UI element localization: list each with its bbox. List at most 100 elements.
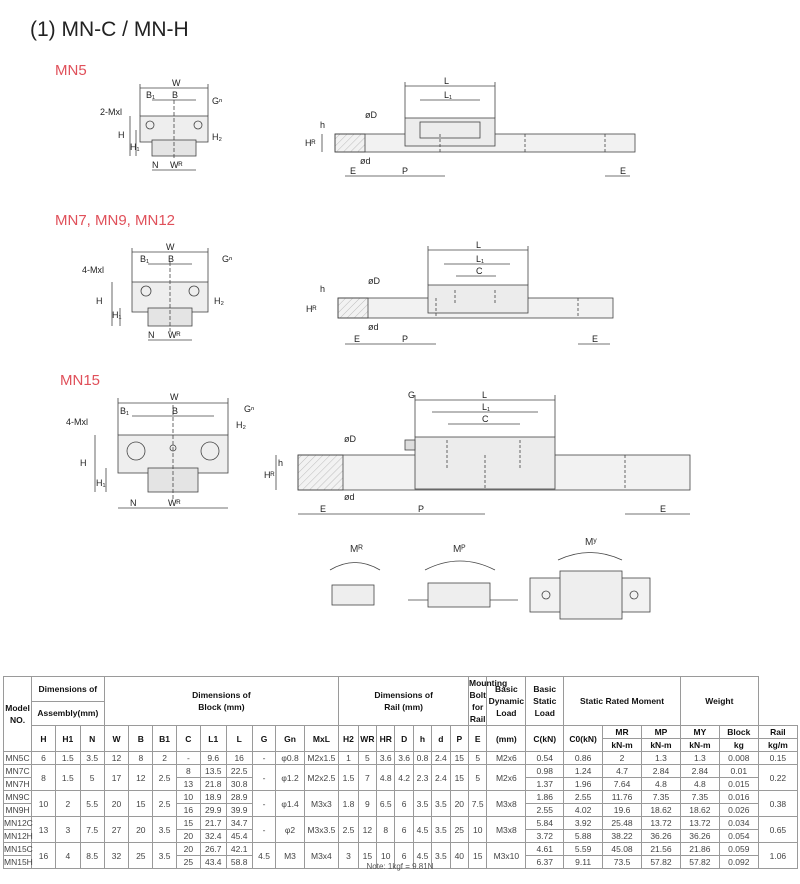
cell-wb: 0.008 xyxy=(718,751,759,765)
cell-hr: 4.8 xyxy=(376,764,396,791)
cell-wr: 9 xyxy=(357,790,378,817)
cell-ck: 6.37 xyxy=(525,855,565,869)
moment-my-label: Mʸ xyxy=(585,537,597,548)
cell-l1: 13.5 xyxy=(199,764,227,778)
mn7-dim-d: øD xyxy=(368,276,380,286)
cell-g: - xyxy=(251,764,277,791)
mn15-dim-e2: E xyxy=(660,504,666,514)
th-sub-6: C xyxy=(175,725,201,752)
mn5-dim-h: H xyxy=(118,130,125,140)
th-sub-8: L xyxy=(225,725,253,752)
mn5-dim-hr: Hᴿ xyxy=(305,138,316,148)
mn5-dim-l: L xyxy=(444,76,449,86)
mn7-dim-h2: H₂ xyxy=(214,296,224,306)
th-sub-12: H2 xyxy=(338,725,359,752)
cell-g: - xyxy=(251,751,277,765)
cell-c: 10 xyxy=(175,790,201,804)
cell-wb: 0.016 xyxy=(718,790,759,804)
cell-mxl: M2x2.5 xyxy=(303,764,340,791)
cell-ck: 1.86 xyxy=(525,790,565,804)
cell-b1: 2 xyxy=(152,751,177,765)
cell-h: 4.5 xyxy=(412,816,433,843)
cell-b: 15 xyxy=(128,790,154,817)
cell-l: 28.9 xyxy=(225,790,253,804)
mn7-cross-section xyxy=(111,248,209,341)
cell-mxl: M2x1.5 xyxy=(303,751,340,765)
cell-h: 3.5 xyxy=(412,790,433,817)
cell-p: 25 xyxy=(449,816,470,843)
th-model: Model NO. xyxy=(2,676,33,752)
cell-gn: φ1.2 xyxy=(275,764,305,791)
cell-c0: 1.24 xyxy=(563,764,604,778)
moment-mr-label: Mᴿ xyxy=(350,544,363,555)
mn7-dim-l1: L₁ xyxy=(476,254,484,264)
cell-l: 34.7 xyxy=(225,816,253,830)
cell-w: 20 xyxy=(103,790,130,817)
cell-c0: 1.96 xyxy=(563,777,604,791)
cell-mxl: M3x4 xyxy=(303,842,340,869)
mn15-cross-section xyxy=(94,398,229,509)
cell-l1: 32.4 xyxy=(199,829,227,843)
mn15-side-view xyxy=(275,395,691,515)
cell-p: 40 xyxy=(449,842,470,869)
th-sub-5: B1 xyxy=(152,725,177,752)
cell-c0: 2.55 xyxy=(563,790,604,804)
cell-h1: 1.5 xyxy=(54,751,81,765)
th-sub-7: L1 xyxy=(199,725,227,752)
cell-my: 2.84 xyxy=(679,764,720,778)
cell-h1: 2 xyxy=(54,790,81,817)
th-sub-14: HR xyxy=(376,725,396,752)
moment-mp-diagram xyxy=(408,560,518,608)
section-label-mn15: MN15 xyxy=(60,372,101,389)
th-sub-16: h xyxy=(412,725,433,752)
cell-l1: 18.9 xyxy=(199,790,227,804)
cell-b: 12 xyxy=(128,764,154,791)
cell-l: 42.1 xyxy=(225,842,253,856)
cell-n: 8.5 xyxy=(79,842,105,869)
th-sub-22: C0(kN) xyxy=(563,725,604,752)
cell-b: 25 xyxy=(128,842,154,869)
moment-my-diagram xyxy=(529,552,651,620)
cell-my: 21.86 xyxy=(679,842,720,856)
cell-l: 30.8 xyxy=(225,777,253,791)
cell-h: 16 xyxy=(31,842,56,869)
cell-w: 12 xyxy=(103,751,130,765)
cell-gn: M3 xyxy=(275,842,305,869)
cell-n: 5.5 xyxy=(79,790,105,817)
cell-p: 15 xyxy=(449,764,470,791)
cell-l1: 21.7 xyxy=(199,816,227,830)
mn5-dim-h2: H₂ xyxy=(212,132,222,142)
mn5-dim-gn: Gⁿ xyxy=(212,96,222,106)
th-sub-10: Gn xyxy=(275,725,305,752)
cell-w: 32 xyxy=(103,842,130,869)
th-sub-1: H1 xyxy=(54,725,81,752)
cell-bolt: M3x8 xyxy=(486,790,527,817)
cell-c0: 0.86 xyxy=(563,751,604,765)
mn15-dim-hr: Hᴿ xyxy=(264,470,275,480)
mn7-dim-e: E xyxy=(354,334,360,344)
cell-b1: 2.5 xyxy=(152,764,177,791)
cell-l: 45.4 xyxy=(225,829,253,843)
cell-model: MN7H xyxy=(2,777,33,791)
cell-g: 4.5 xyxy=(251,842,277,869)
mn15-dim-h2: H₂ xyxy=(236,420,246,430)
mn7-dim-wr: Wᴿ xyxy=(168,330,181,340)
mn5-dim-d: øD xyxy=(365,110,377,120)
mn15-dim-c: C xyxy=(482,414,489,424)
th-weight: Weight xyxy=(679,676,759,726)
cell-wr: 0.15 xyxy=(757,751,799,765)
cell-mp: 13.72 xyxy=(641,816,681,830)
mn5-dim-l1: L₁ xyxy=(444,90,452,100)
mn15-dim-l: L xyxy=(482,390,487,400)
th-sub-11: MxL xyxy=(303,725,340,752)
cell-model: MN12C xyxy=(2,816,33,830)
cell-mr: 25.48 xyxy=(602,816,642,830)
cell-mp: 7.35 xyxy=(641,790,681,804)
mn7-dim-h1: H₁ xyxy=(112,310,122,320)
cell-bolt: M3x8 xyxy=(486,816,527,843)
